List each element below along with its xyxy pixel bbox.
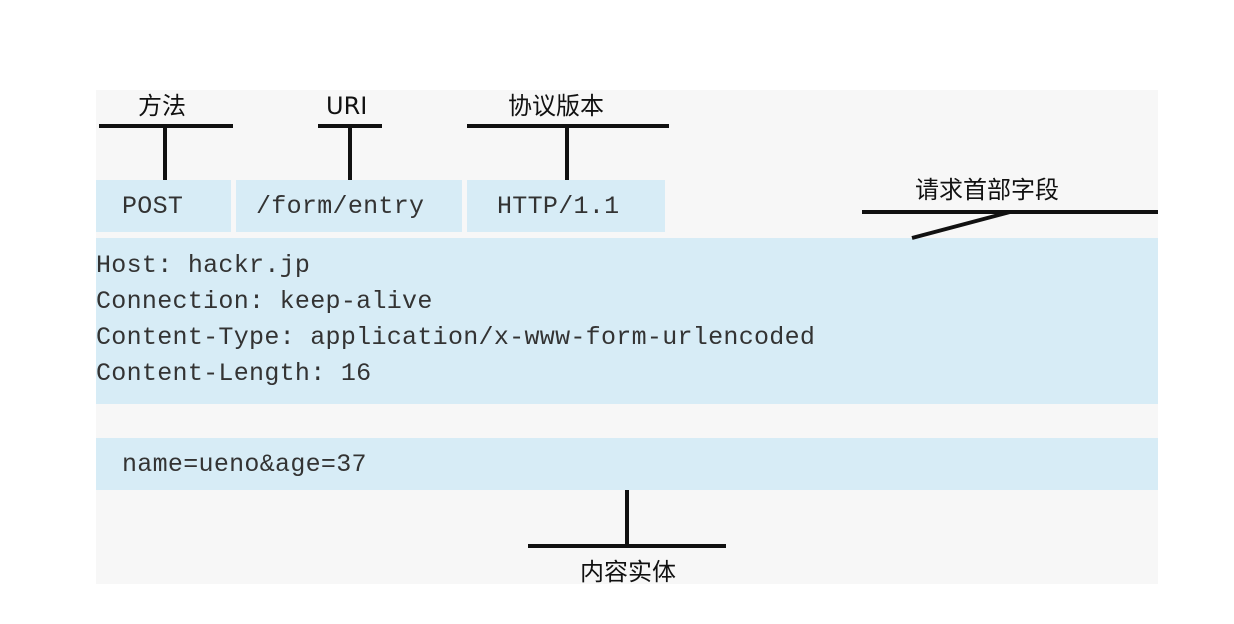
method-label-stem: [163, 124, 167, 180]
header-line: Host: hackr.jp: [96, 251, 311, 280]
version-value: HTTP/1.1: [497, 192, 620, 221]
version-cell: HTTP/1.1: [467, 180, 665, 232]
body-label: 内容实体: [580, 558, 676, 586]
version-label-stem: [565, 124, 569, 180]
body-cell: name=ueno&age=37: [96, 438, 1158, 490]
header-line: Content-Type: application/x-www-form-url…: [96, 323, 816, 352]
body-label-bar: [528, 544, 726, 548]
body-value: name=ueno&age=37: [122, 450, 367, 479]
version-label: 协议版本: [508, 92, 604, 120]
method-label: 方法: [138, 92, 186, 120]
uri-label: URI: [326, 92, 368, 120]
uri-cell: /form/entry: [236, 180, 462, 232]
headers-cell: Host: hackr.jp Connection: keep-alive Co…: [96, 238, 1158, 404]
uri-label-stem: [348, 124, 352, 180]
body-label-stem: [625, 490, 629, 546]
method-value: POST: [122, 192, 184, 221]
header-line: Connection: keep-alive: [96, 287, 433, 316]
header-line: Content-Length: 16: [96, 359, 372, 388]
method-cell: POST: [96, 180, 231, 232]
headers-label: 请求首部字段: [915, 176, 1059, 204]
uri-value: /form/entry: [256, 192, 425, 221]
